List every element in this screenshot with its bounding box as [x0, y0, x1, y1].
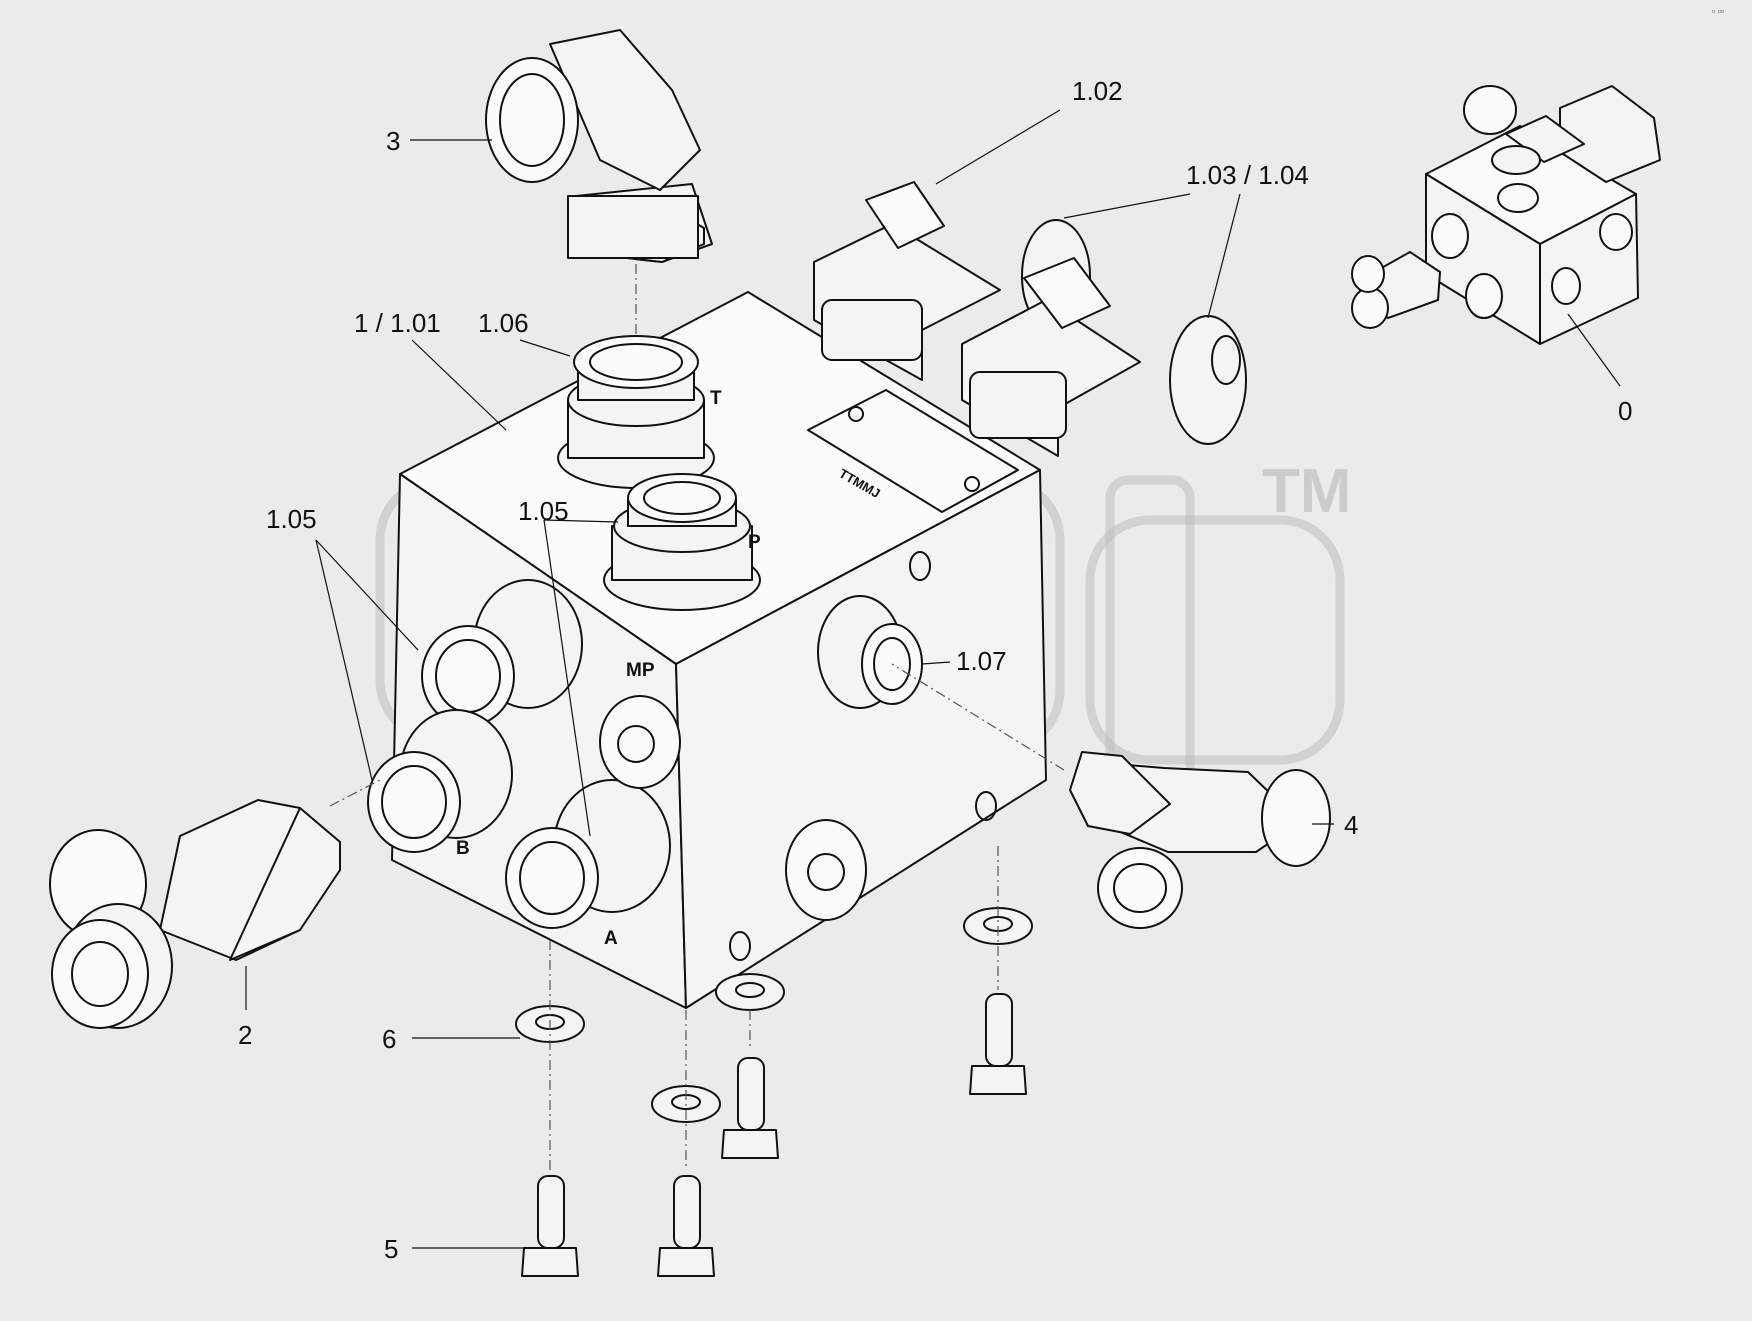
- callout-4: 4: [1344, 810, 1358, 840]
- washer-3: [715, 973, 785, 1011]
- callout-2: 2: [238, 1020, 252, 1050]
- port-b-fitting: [367, 709, 513, 853]
- callout-1-02: 1.02: [1072, 76, 1123, 106]
- port-c-fitting: [421, 579, 583, 727]
- port-label-a: A: [604, 928, 618, 949]
- callout-1-05-left: 1.05: [266, 504, 317, 534]
- bolt-1: [521, 940, 579, 1277]
- bolt-4: [969, 846, 1027, 1095]
- solenoid-valve-2: [961, 257, 1247, 457]
- port-a-fitting: [505, 779, 671, 929]
- callout-1-1-01: 1 / 1.01: [354, 308, 441, 338]
- bolt-2: [657, 1010, 715, 1277]
- callout-1-06: 1.06: [478, 308, 529, 338]
- tee-fitting-2: [49, 779, 381, 1029]
- callout-3: 3: [386, 126, 400, 156]
- callout-1-07: 1.07: [956, 646, 1007, 676]
- port-p-fitting: [603, 473, 761, 611]
- port-t-fitting: [557, 335, 715, 489]
- callout-6: 6: [382, 1024, 396, 1054]
- port-mp-plug: [599, 695, 681, 789]
- port-label-t: T: [710, 388, 722, 409]
- tee-fitting-4: [891, 663, 1331, 929]
- corner-mark: ▫ ▫▫: [1712, 6, 1724, 16]
- watermark-trademark: TM: [1262, 457, 1352, 526]
- assembled-view-0: [1351, 85, 1661, 345]
- port-label-mp: MP: [626, 660, 655, 681]
- callout-1-05-center: 1.05: [518, 496, 569, 526]
- bolt-3: [721, 1010, 779, 1159]
- callout-1-03-1-04: 1.03 / 1.04: [1186, 160, 1309, 190]
- port-label-b: B: [456, 838, 470, 859]
- port-label-p: P: [748, 532, 761, 553]
- right-face-plug: [729, 551, 997, 961]
- leader-lines: [245, 109, 1621, 1249]
- callout-0: 0: [1618, 396, 1632, 426]
- elbow-fitting-3: [485, 29, 713, 336]
- callout-5: 5: [384, 1234, 398, 1264]
